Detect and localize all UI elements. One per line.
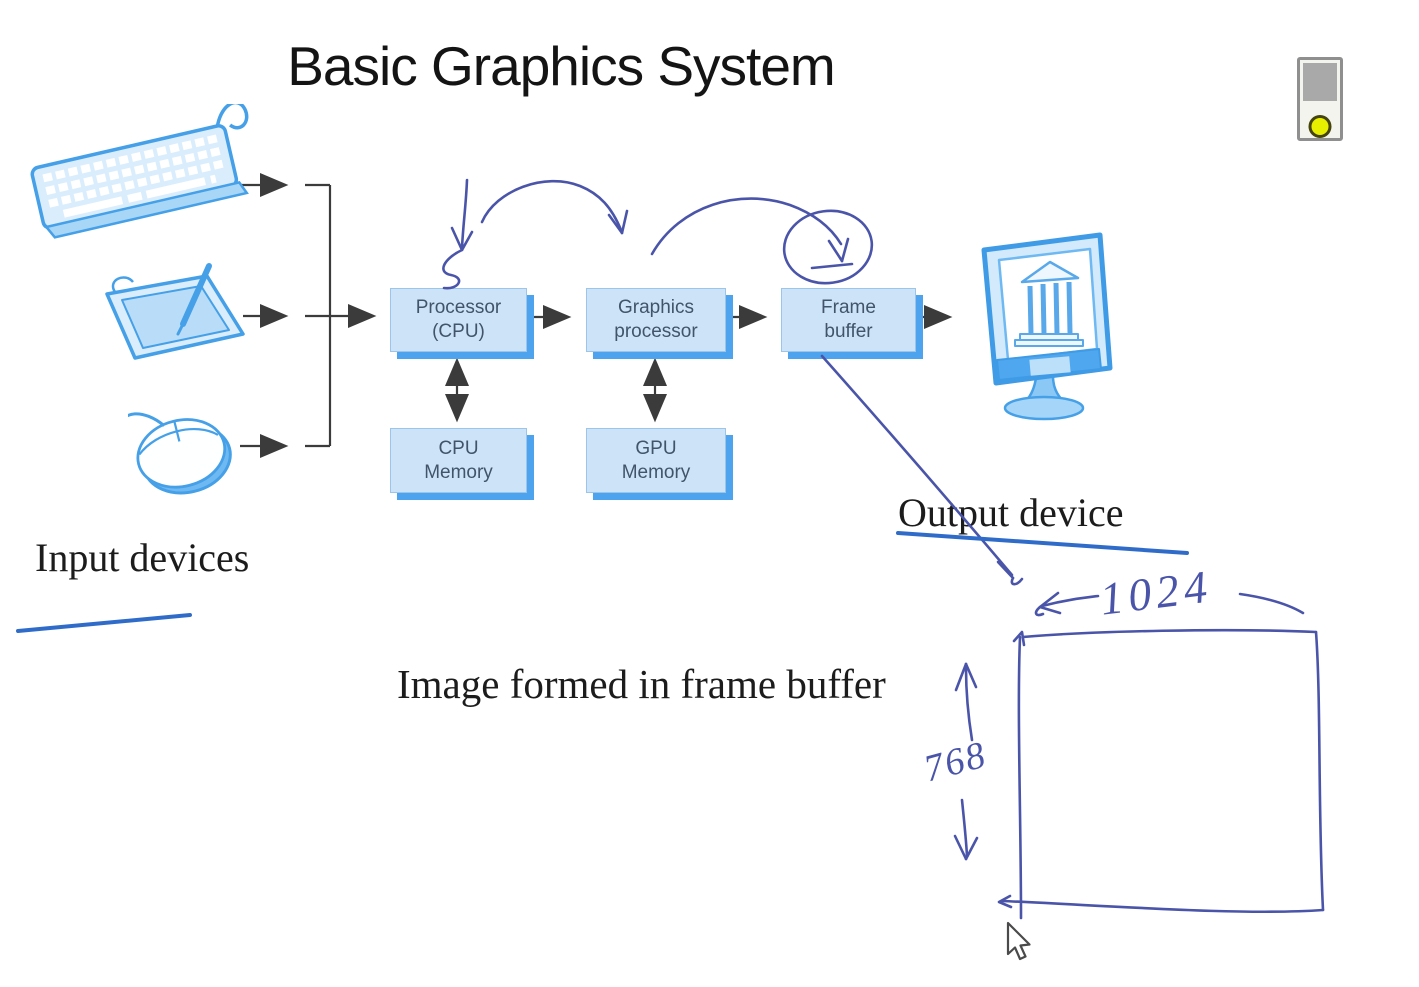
box-graphics-line2: processor [614,321,698,342]
tablet-cable [111,276,134,293]
page-title: Basic Graphics System [287,35,836,97]
indicator-screen [1303,63,1337,101]
box-gpu-memory-line2: Memory [621,461,691,483]
stylus-pen [180,263,212,327]
indicator-light-icon [1308,115,1332,138]
mouse-cursor-icon [1006,921,1031,961]
ink-circle-frame-buffer [782,209,874,285]
box-gpu-memory: GPU Memory [586,428,726,493]
ink-width-dimension [1034,591,1305,617]
monitor-base [1003,395,1085,421]
ink-underline-input-devices [16,613,192,633]
tablet-pen-icon [105,263,245,360]
box-cpu-memory: CPU Memory [390,428,527,493]
output-device-label: Output device [898,490,1124,535]
temple-image [1014,260,1084,347]
keyboard-icon [30,104,249,239]
ink-raster-rectangle [997,628,1325,920]
recording-indicator[interactable] [1297,57,1343,141]
monitor-icon [981,232,1113,421]
ink-arrow-into-cpu [442,178,474,290]
box-cpu-memory-line1: CPU [438,437,479,459]
box-processor-cpu: Processor (CPU) [390,288,527,352]
box-processor-line2: (CPU) [432,321,485,342]
mouse-icon [128,412,232,495]
ink-height-dimension [953,662,979,861]
box-frame-buffer: Frame buffer [781,288,916,352]
image-caption-label: Image formed in frame buffer [397,661,886,707]
mouse-cable [128,412,166,427]
box-graphics-processor: Graphics processor [586,288,726,352]
input-devices-label: Input devices [35,535,250,580]
box-cpu-memory-line2: Memory [424,461,493,483]
ink-arc-cpu-to-gpu [480,179,629,235]
ink-underline-output-device [896,531,1189,555]
box-gpu-memory-line1: GPU [635,437,677,459]
ink-arc-gpu-to-framebuffer [650,197,874,285]
keyboard-cable [215,104,249,131]
box-frame-line2: buffer [824,321,873,342]
box-graphics-line1: Graphics [617,297,695,319]
ink-line-framebuffer-to-raster [820,354,1024,586]
box-processor-line1: Processor [415,297,502,319]
box-frame-line1: Frame [821,297,876,319]
